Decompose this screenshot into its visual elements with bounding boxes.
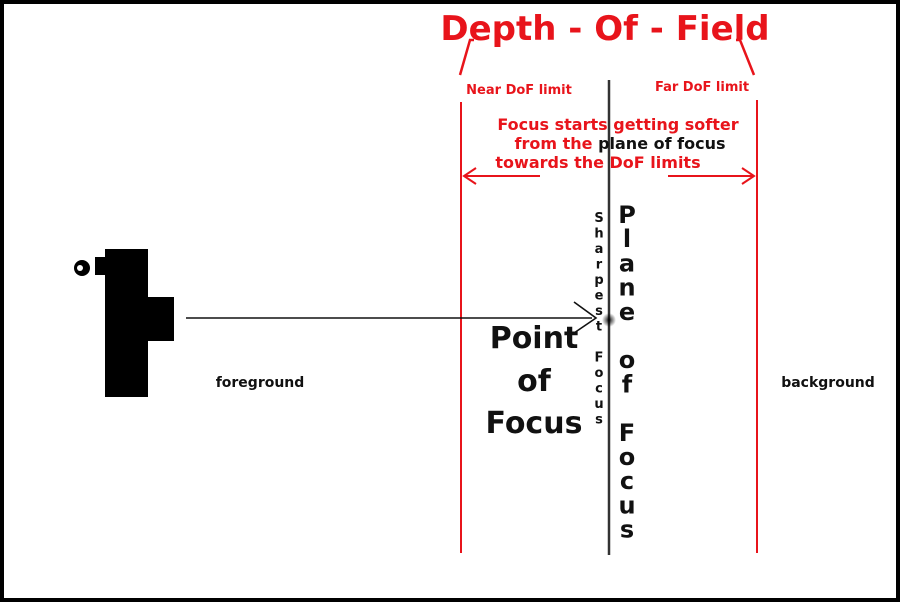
note-line-1: Focus starts getting softer (497, 115, 738, 134)
point-of-focus-word-3: Focus (486, 406, 583, 441)
sharpest-focus-letter: e (595, 289, 604, 304)
far-dof-limit-label: Far DoF limit (655, 80, 749, 95)
sharpest-focus-letter: s (595, 304, 603, 319)
plane-of-focus-letter: l (623, 225, 631, 253)
point-of-focus-word-2: of (517, 364, 552, 399)
point-of-focus-marker (602, 313, 616, 327)
plane-of-focus-letter: s (620, 516, 634, 544)
sharpest-focus-letter: c (595, 382, 603, 397)
plane-of-focus-letter: F (619, 419, 635, 447)
note-line-3: towards the DoF limits (495, 153, 700, 172)
note-line-2-red: from the (515, 134, 593, 153)
focus-arrowhead (573, 301, 598, 334)
note-line-2: from the plane of focus (515, 134, 726, 153)
sharpest-focus-letter: r (596, 258, 603, 273)
diagram-title: Depth - Of - Field (440, 9, 769, 49)
plane-of-focus-letter: c (620, 467, 634, 495)
plane-of-focus-letter: u (618, 491, 635, 519)
sharpest-focus-letter: t (596, 320, 602, 335)
near-dof-limit-label: Near DoF limit (466, 83, 572, 98)
near-limit-arrowhead (462, 167, 477, 185)
sharpest-focus-letter: o (595, 366, 604, 381)
point-of-focus-word-1: Point (490, 321, 579, 356)
sharpest-focus-letter: S (594, 211, 603, 226)
camera-icon (74, 249, 174, 397)
far-limit-arrowhead (741, 167, 756, 185)
sharpest-focus-letter: F (595, 351, 604, 366)
note-line-2-black: plane of focus (598, 134, 725, 153)
sharpest-focus-letter: h (594, 227, 603, 242)
plane-of-focus-letter: o (619, 346, 636, 374)
sharpest-focus-letter: s (595, 413, 603, 428)
camera-body (105, 249, 148, 397)
plane-of-focus-letter: n (618, 274, 635, 302)
title-bracket-left (458, 38, 474, 76)
plane-of-focus-letter: o (619, 443, 636, 471)
plane-of-focus-letter: e (619, 298, 635, 326)
sharpest-focus-letter: u (594, 397, 603, 412)
camera-lens (148, 297, 174, 341)
sharpest-focus-letter: a (595, 242, 604, 257)
plane-of-focus-letter: a (619, 249, 635, 277)
title-bracket-right (736, 38, 756, 76)
plane-of-focus-letter: f (622, 370, 633, 398)
foreground-label: foreground (216, 375, 305, 391)
camera-eyepiece (95, 257, 105, 275)
background-label: background (781, 375, 875, 391)
plane-of-focus-letter: P (618, 201, 636, 229)
sharpest-focus-letter: p (594, 273, 603, 288)
camera-dial-center (77, 265, 83, 271)
